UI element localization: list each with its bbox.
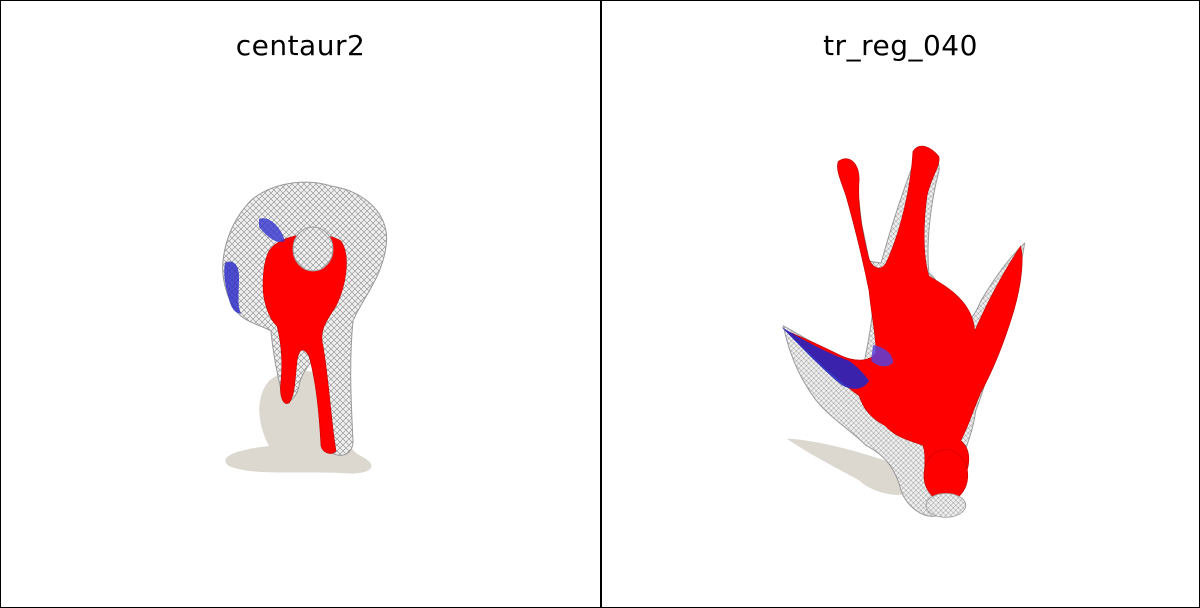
render-canvas-right[interactable] xyxy=(602,1,1199,607)
panel-title-right: tr_reg_040 xyxy=(823,29,978,62)
panel-left[interactable]: centaur2 xyxy=(1,1,600,607)
solid-mesh-left xyxy=(262,233,347,454)
panel-title-left: centaur2 xyxy=(235,29,366,62)
highlight-region-right-2 xyxy=(871,344,894,367)
solid-mesh-right xyxy=(786,145,1023,497)
highlight-region-left-2 xyxy=(259,218,285,243)
panel-right[interactable]: tr_reg_040 xyxy=(600,1,1199,607)
head-wire-right xyxy=(925,492,967,518)
render-canvas-left[interactable] xyxy=(1,1,600,607)
highlight-region-left xyxy=(224,261,241,314)
head-wire-left xyxy=(292,226,334,272)
highlight-region-right xyxy=(781,326,870,389)
